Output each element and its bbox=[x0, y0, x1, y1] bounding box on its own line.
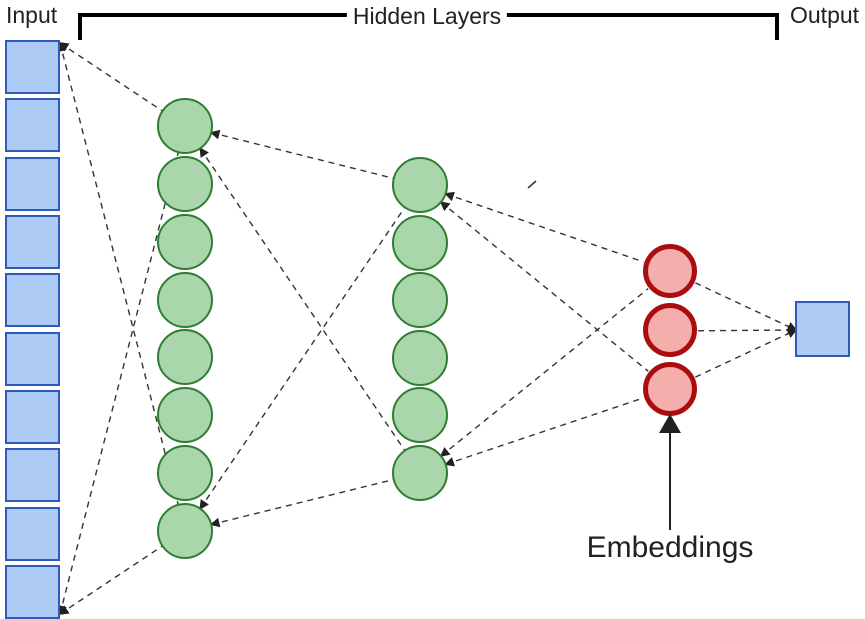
hidden-layer2-node bbox=[392, 157, 448, 213]
hidden-layer1-node bbox=[157, 98, 213, 154]
hidden-layer1-node bbox=[157, 272, 213, 328]
connection-line bbox=[57, 41, 179, 506]
input-layer-label: Input bbox=[6, 2, 58, 28]
input-node bbox=[5, 332, 60, 386]
connection-line bbox=[199, 206, 406, 510]
hidden-layer1-node bbox=[157, 156, 213, 212]
hidden-layer2-node bbox=[392, 215, 448, 271]
connection-line bbox=[439, 288, 649, 457]
stray-mark bbox=[527, 180, 537, 189]
input-node bbox=[5, 157, 60, 211]
hidden-layers-label: Hidden Layers bbox=[346, 2, 508, 30]
embedding-node bbox=[643, 244, 697, 298]
connection-line bbox=[58, 545, 163, 615]
connection-line bbox=[199, 147, 406, 452]
connection-line bbox=[695, 329, 798, 378]
hidden-layer1-node bbox=[157, 445, 213, 501]
embedding-node bbox=[643, 303, 697, 357]
connection-line bbox=[697, 325, 798, 335]
input-node bbox=[5, 390, 60, 444]
embeddings-arrowhead-icon bbox=[659, 414, 681, 433]
hidden-layer2-node bbox=[392, 272, 448, 328]
hidden-layer1-node bbox=[157, 214, 213, 270]
embeddings-label: Embeddings bbox=[586, 530, 754, 564]
input-node bbox=[5, 273, 60, 327]
input-node bbox=[5, 507, 60, 561]
connection-line bbox=[439, 201, 649, 372]
input-node bbox=[5, 215, 60, 269]
connection-line bbox=[209, 478, 394, 528]
connection-line bbox=[57, 151, 179, 616]
input-node bbox=[5, 98, 60, 152]
hidden-layer1-node bbox=[157, 387, 213, 443]
connection-line bbox=[695, 282, 798, 331]
input-node bbox=[5, 565, 60, 619]
input-node bbox=[5, 448, 60, 502]
connection-line bbox=[209, 129, 394, 180]
hidden-layer1-node bbox=[157, 503, 213, 559]
input-node bbox=[5, 40, 60, 94]
hidden-layer2-node bbox=[392, 387, 448, 443]
output-node bbox=[795, 301, 850, 357]
hidden-layer1-node bbox=[157, 329, 213, 385]
hidden-layer2-node bbox=[392, 330, 448, 386]
output-layer-label: Output bbox=[790, 2, 860, 28]
connection-line bbox=[444, 397, 644, 467]
embedding-node bbox=[643, 362, 697, 416]
hidden-layer2-node bbox=[392, 445, 448, 501]
connection-line bbox=[444, 191, 644, 263]
connection-line bbox=[58, 42, 163, 112]
